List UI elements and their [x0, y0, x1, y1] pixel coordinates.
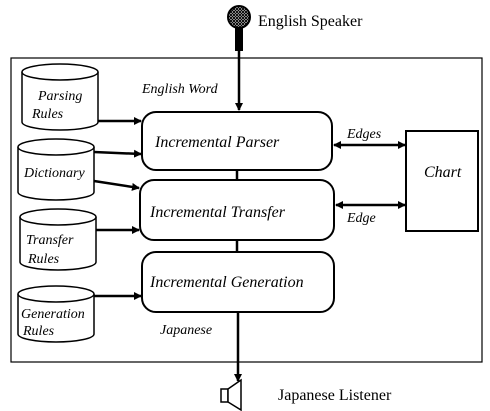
edges-label: Edges: [346, 127, 382, 142]
microphone-icon: [227, 5, 251, 51]
transfer-rules-line2: Rules: [27, 252, 60, 267]
transfer-rules-line1: Transfer: [26, 233, 74, 248]
output-label: Japanese: [160, 323, 212, 338]
generation-rules-line2: Rules: [22, 324, 55, 339]
generation-rules-line1: Generation: [21, 307, 85, 322]
parser-box: Incremental Parser: [141, 111, 333, 171]
parsing-rules-line1: Parsing: [37, 89, 82, 104]
generation-label: Incremental Generation: [149, 274, 304, 291]
listener-label: Japanese Listener: [278, 387, 392, 404]
dictionary-label: Dictionary: [23, 166, 85, 181]
transfer-rules-database: Transfer Rules: [19, 208, 97, 271]
parser-label: Incremental Parser: [154, 134, 280, 151]
parsing-rules-line2: Rules: [31, 107, 64, 122]
chart-box: Chart: [405, 130, 479, 232]
input-label: English Word: [141, 82, 219, 97]
generation-rules-database: Generation Rules: [17, 285, 95, 343]
svg-text:Generation Rules: Generation Rules: [21, 307, 88, 339]
generation-box: Incremental Generation: [141, 251, 335, 313]
dictionary-database: Dictionary: [17, 138, 95, 201]
edge-label: Edge: [346, 211, 376, 226]
chart-label: Chart: [424, 164, 462, 181]
dictionary-parser-arrow: [93, 149, 142, 158]
dictionary-transfer-arrow: [93, 179, 140, 191]
transfer-box: Incremental Transfer: [139, 179, 335, 241]
svg-text:Transfer Rules: Transfer Rules: [26, 233, 77, 267]
system-frame: [10, 57, 483, 363]
svg-text:Parsing Rules: Parsing Rules: [31, 89, 86, 122]
parsing-rules-database: Parsing Rules: [21, 63, 99, 131]
loudspeaker-icon: [220, 378, 242, 411]
speaker-label: English Speaker: [258, 13, 363, 30]
transfer-label: Incremental Transfer: [149, 204, 286, 221]
